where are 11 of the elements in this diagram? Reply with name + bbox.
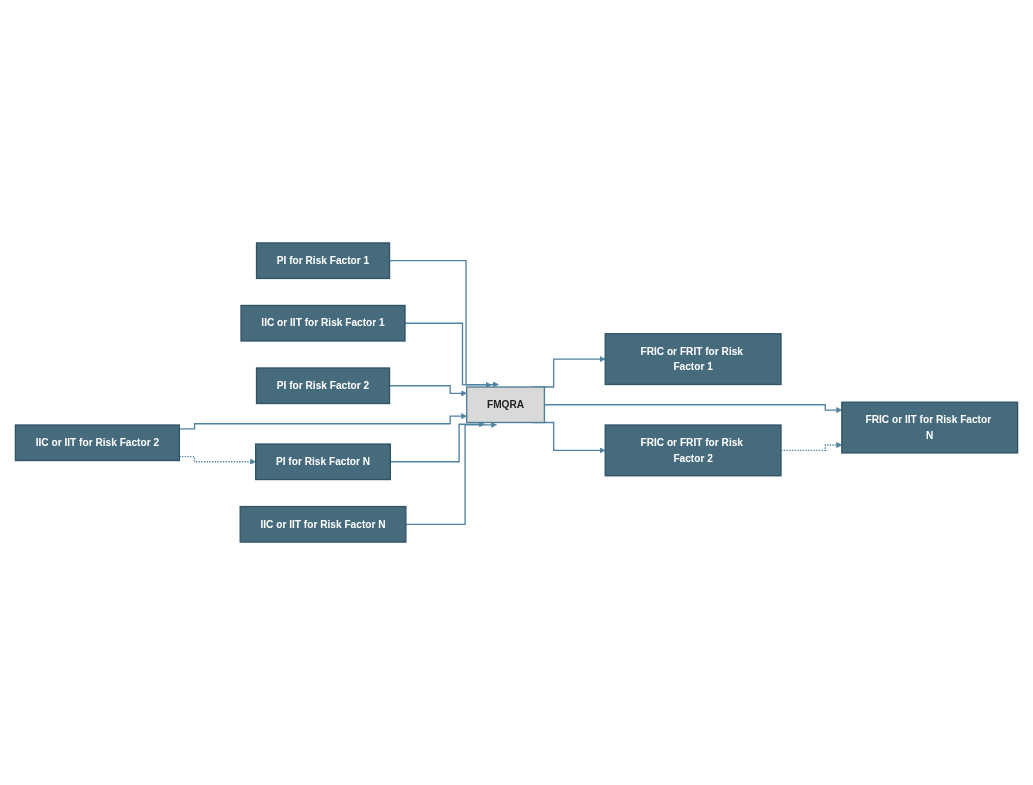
node-box: IIC or IIT for Risk Factor 1 <box>240 304 406 342</box>
node-box: PI for Risk Factor 1 <box>255 242 391 280</box>
node-box: FRIC or FRIT for Risk Factor 1 <box>604 333 782 386</box>
node-box: IIC or IIT for Risk Factor N <box>239 505 407 543</box>
node-box: FRIC or IIT for Risk Factor N <box>841 401 1019 454</box>
node-box: FMQRA <box>466 386 546 424</box>
node-box: PI for Risk Factor 2 <box>255 367 391 405</box>
arrow <box>405 421 497 525</box>
node-box: IIC or IIT for Risk Factor 2 <box>14 424 181 462</box>
node-box: PI for Risk Factor N <box>255 443 392 481</box>
node-box: FRIC or FRIT for Risk Factor 2 <box>604 424 782 477</box>
